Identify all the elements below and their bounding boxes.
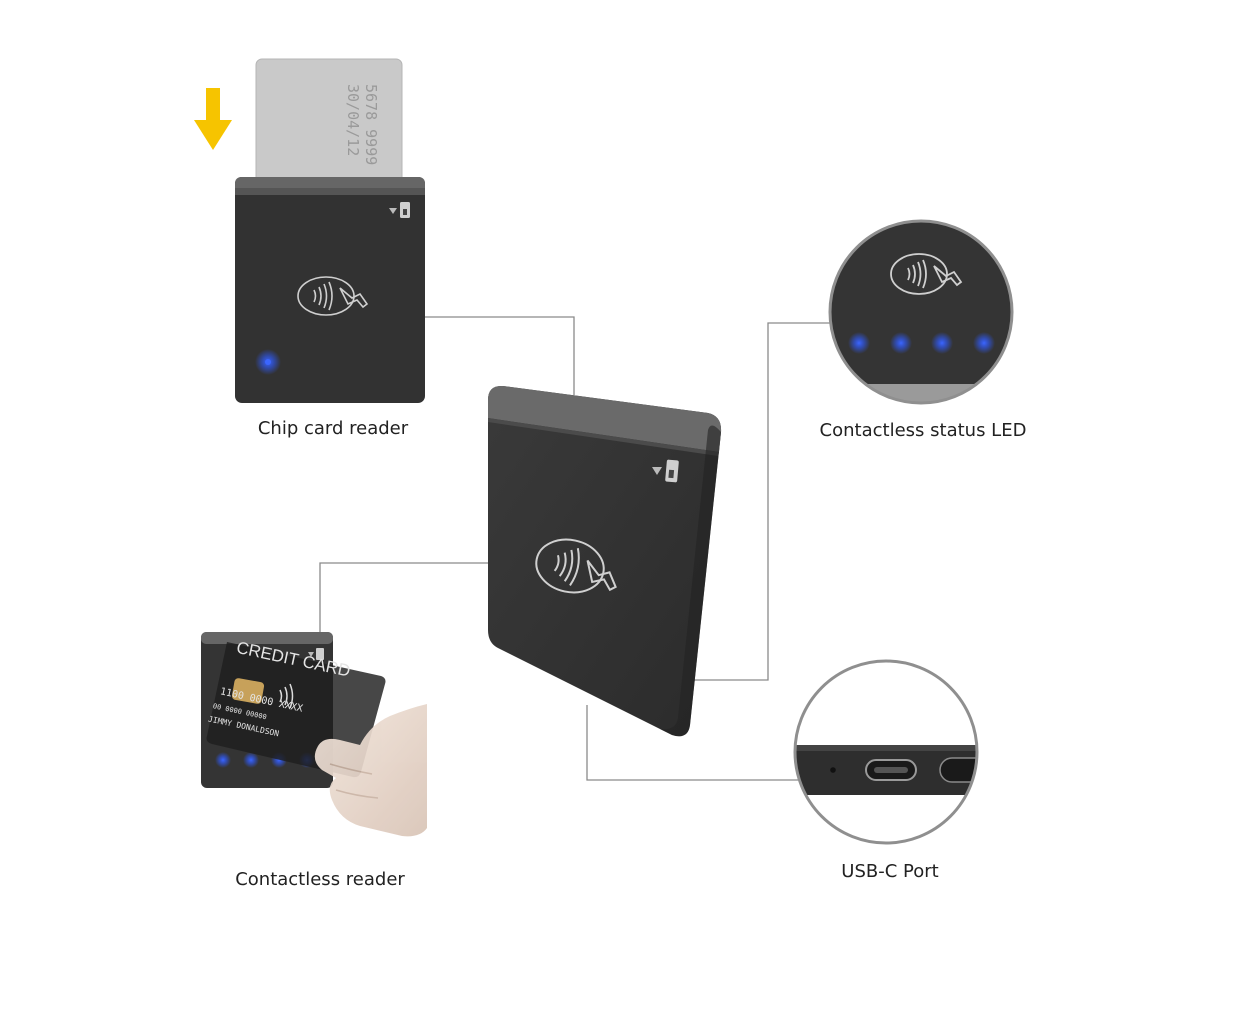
status-led-callout <box>828 219 1014 405</box>
card-back-text-line1: 5678 9999 <box>362 84 380 165</box>
connector-contactless-reader <box>319 562 498 632</box>
usb-port-callout <box>793 659 979 845</box>
main-device-illustration <box>488 385 722 737</box>
inserted-card <box>256 59 402 184</box>
card-slot-icon <box>652 459 679 483</box>
connector-usb-port <box>586 705 798 781</box>
card-back-text-line2: 30/04/12 <box>344 84 362 156</box>
label-contactless-reader: Contactless reader <box>235 869 405 890</box>
down-arrow-icon <box>194 88 232 150</box>
contactless-reader-illustration: CREDIT CARD 1100 0000 XXXX 00 0000 00000… <box>201 632 427 837</box>
status-led-row <box>848 332 995 354</box>
card-slot-icon <box>389 202 410 218</box>
label-chip-card-reader: Chip card reader <box>257 418 409 439</box>
contactless-payment-icon <box>297 276 369 316</box>
label-contactless-status-led: Contactless status LED <box>819 420 1027 441</box>
hand <box>314 704 427 837</box>
contactless-payment-icon <box>890 253 963 295</box>
card-slot-icon <box>308 648 324 660</box>
label-usb-c-port: USB-C Port <box>841 861 939 882</box>
contactless-payment-icon <box>535 538 617 594</box>
connector-chip-reader <box>425 316 575 395</box>
chip-card-reader-illustration: 5678 9999 30/04/12 <box>194 58 425 403</box>
usb-c-port-icon <box>865 759 917 781</box>
